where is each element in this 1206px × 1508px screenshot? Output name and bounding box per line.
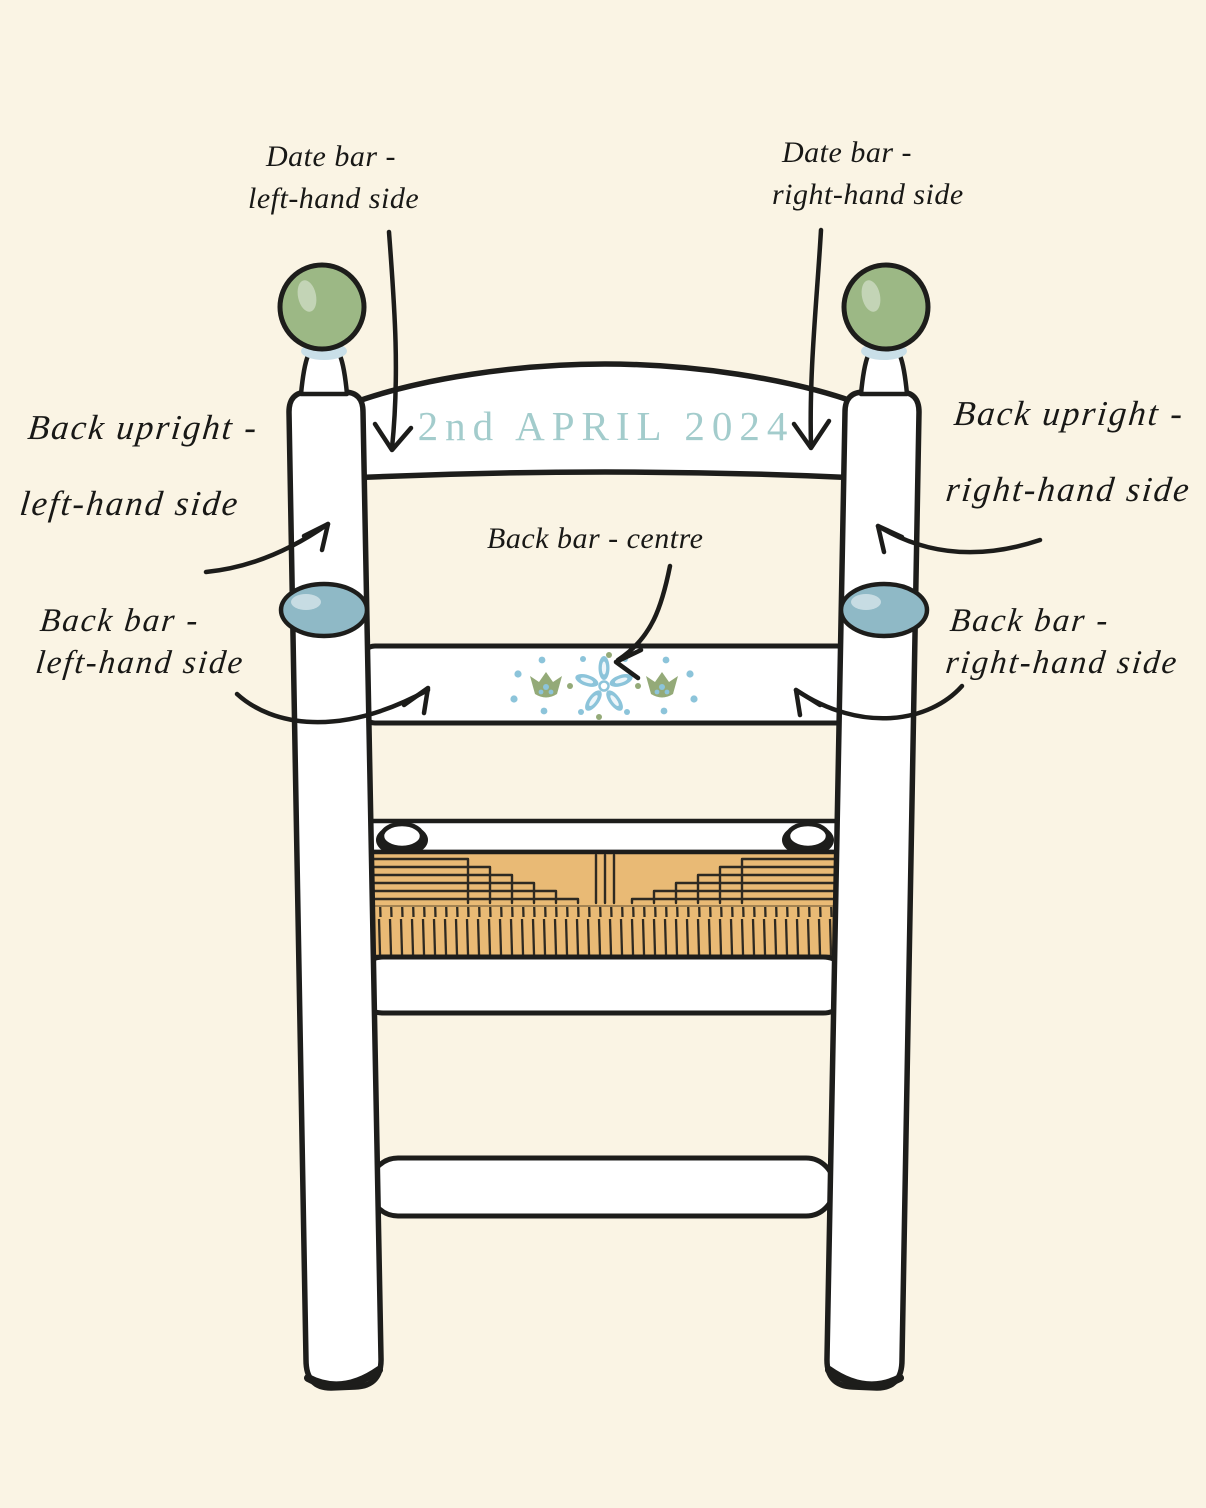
date-bar [347,361,863,481]
tulip-flower-right [646,672,678,698]
seat-weave-centre-seam [594,853,616,905]
daisy-flower [575,656,633,711]
tulip-flower-left [530,672,562,698]
label-date-bar-left: Date bar - left-hand side [248,136,419,220]
label-line: Back bar - centre [487,522,704,555]
label-line: right-hand side [772,178,964,211]
label-back-bar-centre: Back bar - centre [487,518,703,560]
label-line: left-hand side [18,484,242,523]
ring-highlight-left [291,594,321,610]
finial-ball-right [841,262,931,352]
label-line: Date bar - [266,140,396,173]
arrow-back-bar-centre [613,563,673,681]
back-upright-right [824,389,922,1391]
label-line: Back bar - [38,603,202,639]
front-post-dowel-right [785,821,831,851]
label-line: left-hand side [33,645,247,681]
label-line: Back upright - [951,394,1187,433]
seat-front-weave [364,907,846,956]
front-post-dowel-left [379,821,425,851]
label-line: left-hand side [248,182,420,215]
label-date-bar-right: Date bar - right-hand side [772,132,964,216]
arrow-back-bar-left [234,685,431,725]
front-seat-rail [353,954,853,1016]
arrow-back-upright-left [203,521,331,575]
finial-highlight-left [297,280,317,312]
back-bar-flower-motif [510,652,698,720]
arrow-date-bar-left [372,229,414,453]
seat-weave-herringbone-right [630,857,840,905]
left-leg-foot [304,1366,383,1390]
label-line: Back upright - [25,408,261,447]
upright-ring-left [278,581,370,639]
date-bar-inscription: 2nd APRIL 2024 [417,403,795,449]
seat-back-rail [365,818,845,855]
label-back-bar-right: Back bar - right-hand side [944,600,1185,684]
finial-ball-left [277,262,367,352]
label-back-upright-right: Back upright - right-hand side [942,376,1203,528]
arrow-back-upright-right [875,523,1043,555]
label-back-upright-left: Back upright - left-hand side [16,390,262,542]
right-leg-foot [825,1366,904,1390]
stretcher-rung [367,1155,837,1219]
ring-highlight-right [851,594,881,610]
finial-highlight-right [861,280,881,312]
label-line: Back bar - [948,603,1112,639]
upright-ring-right [838,581,930,639]
arrow-date-bar-right [791,227,832,451]
arrow-back-bar-right [793,683,965,721]
seat-weave-herringbone-left [372,857,580,905]
label-line: right-hand side [943,645,1181,681]
label-line: Date bar - [782,136,912,169]
label-line: right-hand side [944,470,1193,509]
label-back-bar-left: Back bar - left-hand side [34,600,251,684]
